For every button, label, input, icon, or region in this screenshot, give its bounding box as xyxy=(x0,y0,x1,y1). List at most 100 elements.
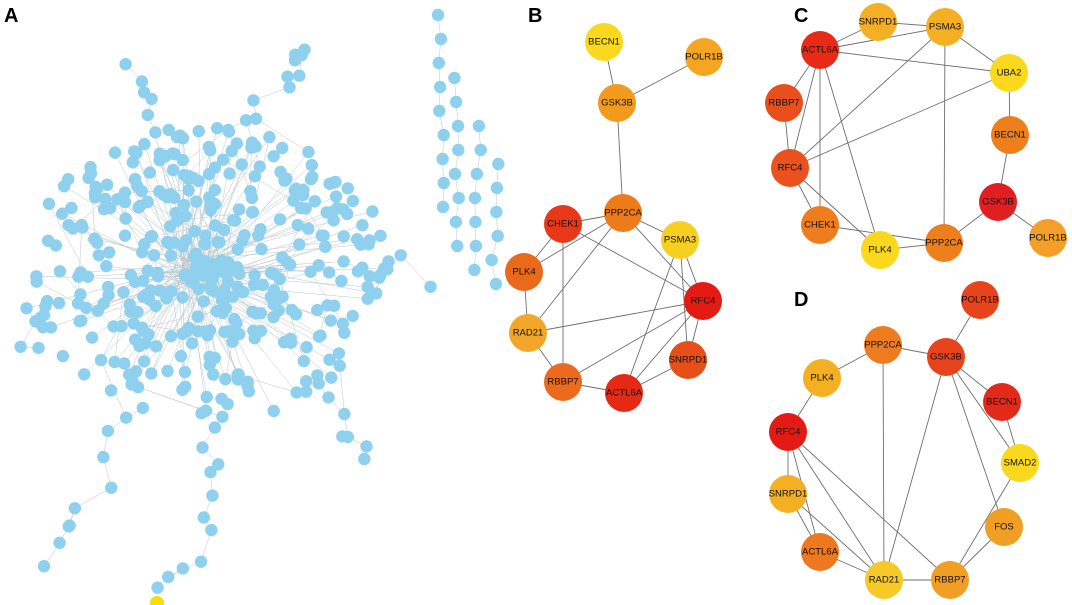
network-a-node xyxy=(202,140,216,154)
network-a-node xyxy=(452,191,465,205)
network-a-node xyxy=(302,145,315,159)
network-a-node xyxy=(424,280,437,293)
network-a-node xyxy=(300,341,313,354)
node-circle xyxy=(769,475,807,513)
node-circle xyxy=(765,84,803,122)
node-circle xyxy=(801,533,839,571)
network-a-node xyxy=(176,240,189,253)
network-a-node xyxy=(247,94,260,107)
network-a-node xyxy=(136,246,149,259)
node-circle xyxy=(961,281,999,319)
panel-a-nodes xyxy=(14,8,505,605)
network-a-node xyxy=(188,225,201,238)
network-a-node xyxy=(208,161,222,174)
network-a-node xyxy=(126,156,139,169)
network-a-node xyxy=(137,290,150,303)
network-a-node xyxy=(53,265,67,278)
edge-b-rad21-rfc4 xyxy=(527,300,704,334)
network-a-node xyxy=(75,314,88,327)
node-b-ppp2ca: PPP2CA xyxy=(604,194,642,232)
network-a-node xyxy=(267,284,281,297)
network-a-node xyxy=(235,158,248,171)
network-a-node xyxy=(215,254,228,267)
panel-d-nodes: POLR1BPPP2CAGSK3BPLK4BECN1RFC4SMAD2SNRPD… xyxy=(769,281,1039,599)
network-a-node xyxy=(194,555,208,568)
network-a-node xyxy=(246,205,259,219)
network-a-node xyxy=(228,312,241,326)
node-b-becn1: BECN1 xyxy=(585,23,623,61)
node-c-becn1: BECN1 xyxy=(991,116,1029,154)
network-a-node xyxy=(133,339,146,353)
network-a-node xyxy=(42,197,56,210)
network-a-node xyxy=(248,269,261,282)
network-a-edge xyxy=(400,255,431,287)
network-a-node xyxy=(489,277,503,291)
network-a-node xyxy=(173,129,187,142)
network-a-node xyxy=(105,481,118,494)
network-a-node xyxy=(56,349,70,363)
node-circle xyxy=(985,508,1023,546)
network-a-node xyxy=(14,340,27,353)
network-a-node xyxy=(132,201,145,214)
network-a-edge xyxy=(310,271,344,324)
network-a-node xyxy=(187,171,200,185)
network-a-node xyxy=(337,230,350,243)
network-a-node xyxy=(119,57,132,71)
network-a-node xyxy=(164,220,177,233)
network-a-node xyxy=(124,305,137,318)
network-a-node xyxy=(220,268,234,281)
network-a-node xyxy=(341,182,354,195)
network-a-node xyxy=(448,167,462,181)
network-a-node xyxy=(198,237,211,251)
node-d-rfc4: RFC4 xyxy=(769,413,807,451)
network-a-node xyxy=(394,249,407,262)
network-a-node xyxy=(82,171,95,185)
network-a-node xyxy=(274,165,287,179)
network-a-node xyxy=(322,391,335,404)
node-circle xyxy=(771,149,809,187)
node-label: PSMA3 xyxy=(929,22,961,33)
node-label: POLR1B xyxy=(961,295,999,306)
network-a-node xyxy=(108,355,121,369)
network-a-node xyxy=(236,234,249,247)
edge-c-psma3-ppp2ca xyxy=(943,26,946,244)
network-a-node xyxy=(356,261,369,274)
network-a-node xyxy=(452,143,465,157)
edge-c-rfc4-plk4 xyxy=(789,167,881,251)
network-a-node xyxy=(203,324,217,337)
network-a-node xyxy=(176,153,189,167)
network-a-node xyxy=(203,350,216,363)
network-a-node xyxy=(88,186,102,200)
node-label: BECN1 xyxy=(986,397,1018,408)
network-a-node xyxy=(298,43,311,56)
network-a-node xyxy=(449,215,463,229)
network-a-node xyxy=(277,336,291,349)
network-a-node xyxy=(94,353,108,367)
network-a-node xyxy=(329,190,343,203)
network-a-node xyxy=(188,250,201,263)
network-a-node xyxy=(230,137,243,150)
node-label: ACTL6A xyxy=(606,388,643,399)
node-c-rfc4: RFC4 xyxy=(771,149,809,187)
node-circle xyxy=(990,54,1028,92)
network-a-edge xyxy=(117,199,143,253)
network-a-node xyxy=(472,119,486,133)
panel-a-network xyxy=(14,8,505,605)
network-a-node xyxy=(248,332,261,345)
network-a-node xyxy=(249,112,263,125)
network-a-node xyxy=(451,119,465,133)
node-circle xyxy=(865,561,903,599)
network-a-node xyxy=(248,170,262,183)
network-a-node xyxy=(492,157,505,171)
node-d-ppp2ca: PPP2CA xyxy=(864,326,902,364)
edge-d-snrpd1-rad21 xyxy=(787,493,885,581)
network-a-node xyxy=(61,173,75,186)
network-a-edge xyxy=(255,118,309,153)
node-d-actl6a: ACTL6A xyxy=(801,533,839,571)
node-c-snrpd1: SNRPD1 xyxy=(859,3,897,41)
node-b-rfc4: RFC4 xyxy=(684,282,722,320)
network-a-node xyxy=(300,385,313,398)
